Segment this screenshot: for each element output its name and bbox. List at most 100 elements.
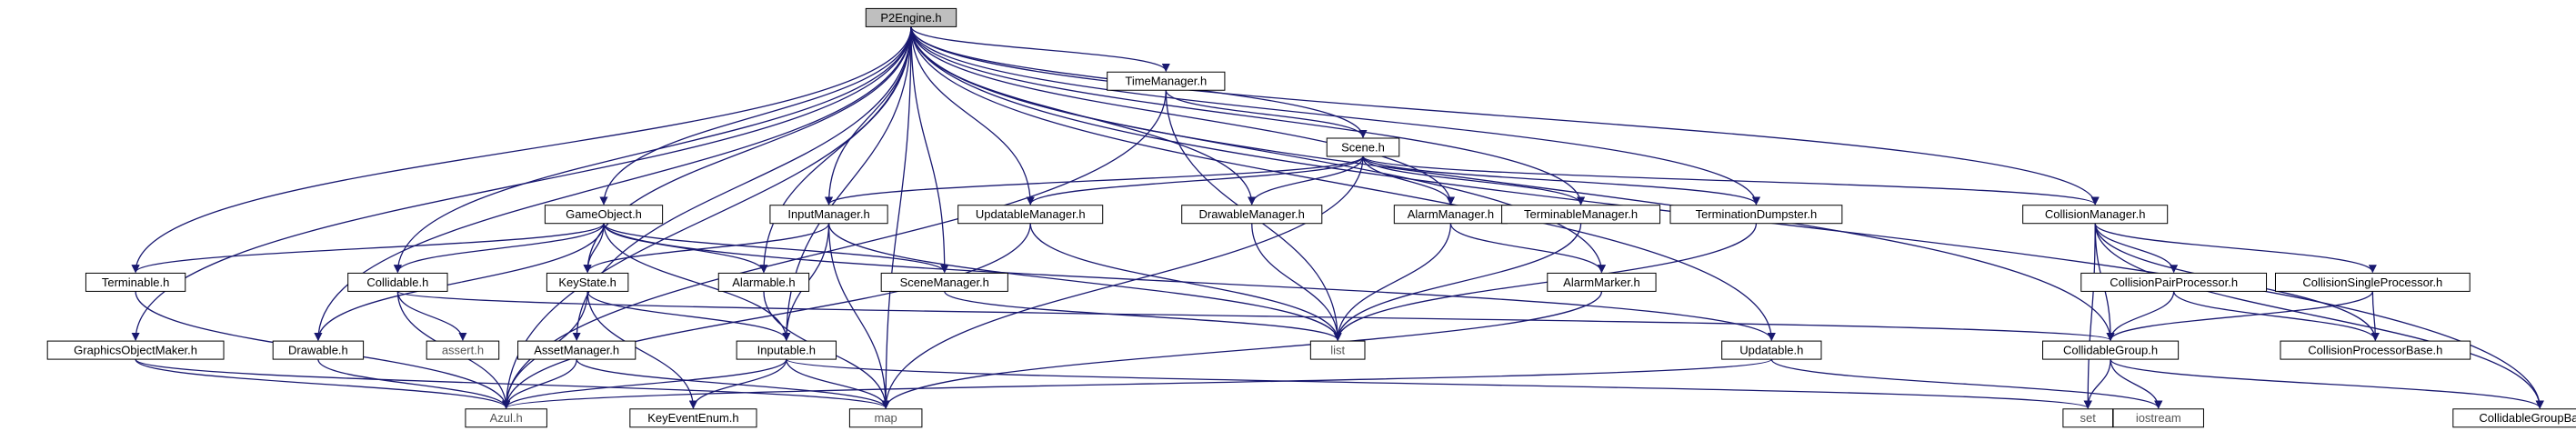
node-box-p2engine	[865, 7, 957, 27]
edge-gameobject-to-drawable	[314, 223, 605, 341]
edge-graphicsobjectmaker-to-azul	[135, 358, 511, 409]
edge-timemanager-to-scene	[1165, 90, 1368, 138]
edge-terminablemanager-to-list	[1333, 223, 1582, 341]
node-assetmanager[interactable]: AssetManager.h	[517, 340, 636, 360]
node-label-terminable: Terminable.h	[102, 276, 169, 289]
edge-collidable-to-assert	[396, 291, 467, 341]
edge-updatable-to-iostream	[1770, 358, 2163, 409]
edge-collidable-to-collidablegroup	[396, 290, 2115, 341]
edge-timemanager-to-azul	[502, 90, 1167, 409]
edge-scene-to-alarmmanager	[1362, 155, 1455, 205]
node-collidablegroupbase[interactable]: CollidableGroupBase.h	[2452, 408, 2576, 428]
node-updatable[interactable]: Updatable.h	[1721, 340, 1822, 360]
edge-p2engine-to-timemanager	[910, 26, 1170, 73]
edge-scene-to-inputmanager	[825, 155, 1364, 205]
node-label-collisionsingleprocessor: CollisionSingleProcessor.h	[2302, 276, 2442, 289]
node-terminablemanager[interactable]: TerminableManager.h	[1501, 205, 1661, 225]
edge-p2engine-to-drawable	[314, 26, 912, 341]
node-label-gameobject: GameObject.h	[566, 207, 642, 221]
node-drawable[interactable]: Drawable.h	[272, 340, 365, 360]
edge-p2engine-to-collidable	[393, 26, 912, 274]
node-collidable[interactable]: Collidable.h	[347, 272, 448, 292]
node-label-collisionprocessorbase: CollisionProcessorBase.h	[2308, 344, 2442, 357]
node-label-alarmmanager: AlarmManager.h	[1408, 207, 1494, 221]
edge-gameobject-to-collidable	[393, 223, 605, 274]
node-set: set	[2062, 408, 2114, 428]
edge-updatable-to-azul	[502, 358, 1772, 409]
node-updatablemanager[interactable]: UpdatableManager.h	[957, 205, 1104, 225]
edge-p2engine-to-collidablegroup	[910, 26, 2115, 341]
edge-collisionmanager-to-collisionsingleprocessor	[2094, 223, 2377, 274]
edge-p2engine-to-assetmanager	[572, 26, 912, 341]
node-collidablegroup[interactable]: CollidableGroup.h	[2042, 340, 2180, 360]
node-keyeventenum[interactable]: KeyEventEnum.h	[629, 408, 757, 428]
edge-updatablemanager-to-list	[1029, 223, 1342, 341]
node-label-iostream: iostream	[2136, 411, 2181, 425]
edge-collisionmanager-to-collidablegroupbase	[2094, 223, 2544, 409]
edge-p2engine-to-terminable	[131, 26, 912, 274]
edge-updatablemanager-to-azul	[502, 223, 1031, 409]
node-collisionprocessorbase[interactable]: CollisionProcessorBase.h	[2280, 340, 2471, 360]
node-box-keystate	[546, 272, 629, 292]
node-graphicsobjectmaker[interactable]: GraphicsObjectMaker.h	[46, 340, 225, 360]
node-label-collidablegroupbase: CollidableGroupBase.h	[2479, 411, 2576, 425]
node-label-alarmable: Alarmable.h	[732, 276, 795, 289]
node-map: map	[848, 408, 923, 428]
node-timemanager[interactable]: TimeManager.h	[1107, 71, 1226, 91]
node-label-alarmmarker: AlarmMarker.h	[1563, 276, 1640, 289]
edge-p2engine-to-scenemanager	[910, 26, 949, 274]
node-terminationdumpster[interactable]: TerminationDumpster.h	[1669, 205, 1843, 225]
node-box-drawablemanager	[1181, 205, 1323, 225]
edge-alarmmarker-to-map	[881, 291, 1603, 409]
edge-collidablegroup-to-set	[2083, 359, 2111, 409]
node-scenemanager[interactable]: SceneManager.h	[880, 272, 1008, 292]
node-terminable[interactable]: Terminable.h	[85, 272, 186, 292]
node-collisionpairprocessor[interactable]: CollisionPairProcessor.h	[2080, 272, 2268, 292]
node-box-collidablegroup	[2042, 340, 2180, 360]
node-alarmable[interactable]: Alarmable.h	[717, 272, 810, 292]
node-label-drawable: Drawable.h	[288, 344, 348, 357]
edge-p2engine-to-map	[881, 26, 912, 409]
node-p2engine[interactable]: P2Engine.h	[865, 7, 957, 27]
node-keystate[interactable]: KeyState.h	[546, 272, 629, 292]
edge-scene-to-updatablemanager	[1026, 155, 1364, 205]
node-label-p2engine: P2Engine.h	[880, 11, 941, 25]
node-box-list	[1309, 340, 1366, 360]
node-label-keystate: KeyState.h	[558, 276, 616, 289]
node-alarmmarker[interactable]: AlarmMarker.h	[1547, 272, 1657, 292]
edge-collisionsingleprocessor-to-collidablegroup	[2106, 291, 2373, 341]
node-box-keyeventenum	[629, 408, 757, 428]
node-drawablemanager[interactable]: DrawableManager.h	[1181, 205, 1323, 225]
edge-gameobject-to-scenemanager	[603, 223, 949, 274]
edges-layer	[131, 26, 2544, 409]
node-inputmanager[interactable]: InputManager.h	[769, 205, 888, 225]
edge-inputable-to-keyeventenum	[688, 358, 787, 409]
node-box-updatablemanager	[957, 205, 1104, 225]
node-collisionmanager[interactable]: CollisionManager.h	[2022, 205, 2169, 225]
node-box-collidable	[347, 272, 448, 292]
edge-drawable-to-azul	[317, 358, 511, 409]
node-label-terminablemanager: TerminableManager.h	[1524, 207, 1638, 221]
node-label-inputable: Inputable.h	[757, 344, 816, 357]
node-box-iostream	[2112, 408, 2204, 428]
node-label-drawablemanager: DrawableManager.h	[1199, 207, 1305, 221]
edge-keystate-to-inputable	[586, 291, 791, 341]
edge-scene-to-map	[881, 155, 1364, 409]
edge-alarmmanager-to-list	[1333, 223, 1452, 341]
edge-collisionmanager-to-collisionpairprocessor	[2094, 223, 2179, 274]
edge-assetmanager-to-map	[576, 358, 890, 409]
node-alarmmanager[interactable]: AlarmManager.h	[1393, 205, 1509, 225]
node-label-collidablegroup: CollidableGroup.h	[2063, 344, 2158, 357]
node-box-assetmanager	[517, 340, 636, 360]
edge-p2engine-to-alarmmanager	[910, 26, 1455, 205]
edge-scene-to-terminablemanager	[1362, 155, 1586, 205]
node-inputable[interactable]: Inputable.h	[736, 340, 837, 360]
edge-p2engine-to-alarmmarker	[910, 26, 1606, 274]
node-gameobject[interactable]: GameObject.h	[544, 205, 664, 225]
node-box-graphicsobjectmaker	[46, 340, 225, 360]
node-collisionsingleprocessor[interactable]: CollisionSingleProcessor.h	[2274, 272, 2471, 292]
edge-inputable-to-set	[786, 358, 2092, 409]
node-scene[interactable]: Scene.h	[1326, 137, 1400, 157]
node-box-terminable	[85, 272, 186, 292]
edge-collisionpairprocessor-to-collisionprocessorbase	[2173, 291, 2380, 341]
